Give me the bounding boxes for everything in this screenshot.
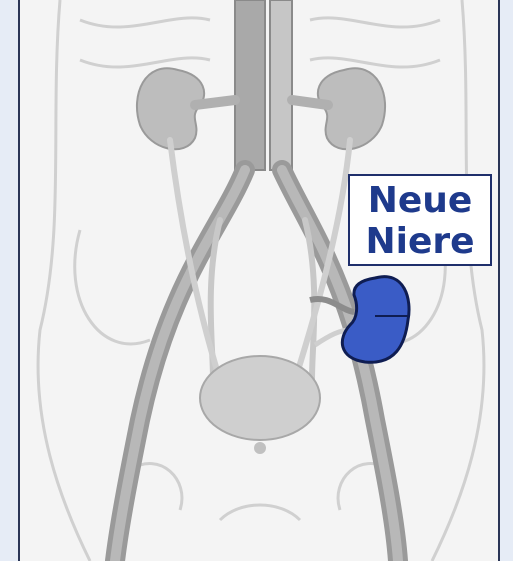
new-kidney-label-box: Neue Niere [348, 174, 492, 266]
new-kidney-label: Neue Niere [350, 180, 490, 262]
anatomy-illustration [20, 0, 500, 561]
anatomy-panel: Neue Niere [18, 0, 500, 561]
aorta [235, 0, 292, 170]
new-kidney [310, 277, 409, 363]
bladder [200, 356, 320, 440]
urethra [254, 442, 266, 454]
